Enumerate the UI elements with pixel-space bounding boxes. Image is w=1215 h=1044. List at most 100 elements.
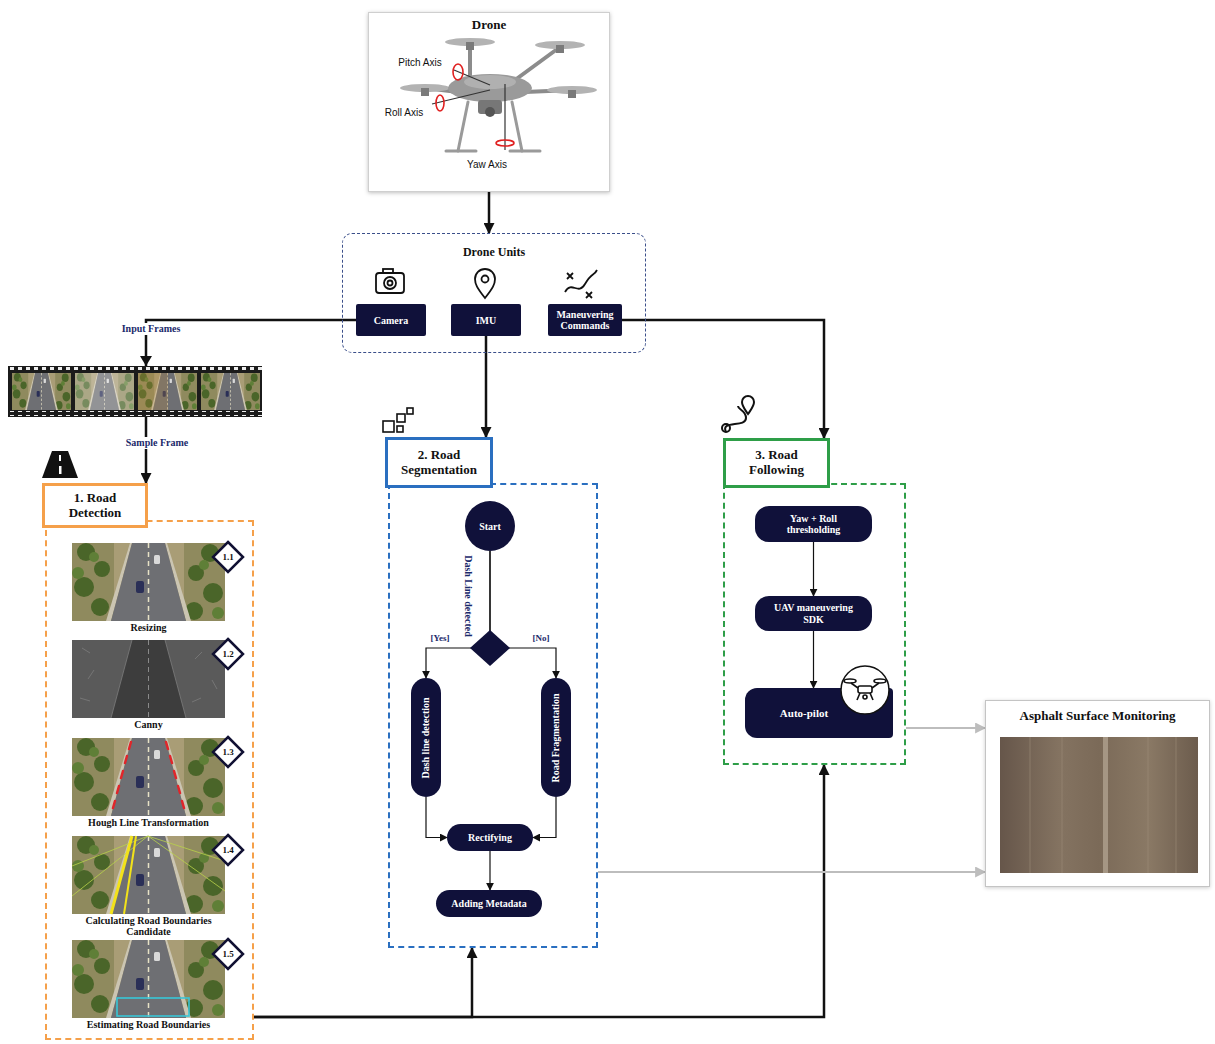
edge-label-holder: [No]: [531, 633, 552, 644]
autopilot-icon: [872, 683, 879, 688]
start-label: Start: [479, 521, 501, 532]
autopilot-icon: [857, 693, 873, 700]
callout-number: 1.1: [216, 551, 240, 563]
drone-illustration: [453, 64, 463, 80]
group-title: Drone Units: [343, 234, 645, 260]
process-pill: Road Fragmentation: [541, 678, 571, 797]
asphalt-image: [1176, 737, 1177, 873]
drone-illustration: [446, 102, 540, 151]
region-title: 2. Road Segmentation: [385, 437, 493, 488]
label-holder: Input Frames: [120, 323, 183, 335]
step-number-diamonds: [213, 835, 243, 865]
step-images: [124, 836, 136, 914]
drone-illustration: [432, 90, 490, 104]
units-group: Drone UnitsCameraIMUManeuvering Commands: [342, 233, 646, 353]
step-number-diamonds: [213, 639, 243, 669]
region-title: 1. Road Detection: [42, 483, 148, 528]
connector: [488, 192, 491, 233]
process-pill: Rectifying: [447, 824, 533, 851]
unit-icons: [384, 277, 396, 289]
drone-illustration: [436, 64, 514, 146]
connector: [426, 551, 490, 678]
autopilot-icon: [858, 686, 872, 693]
step-images: [72, 836, 225, 896]
region-heading: 1. Road Detection: [49, 491, 141, 521]
step-images: [72, 640, 225, 718]
autopilot-box: Auto-pilot: [745, 688, 893, 738]
drone-illustration: [556, 45, 564, 53]
film-strip: [8, 366, 262, 417]
film-strip: [75, 373, 134, 410]
connector: [254, 948, 472, 1017]
film-strip: [140, 356, 152, 366]
film-strip: [75, 373, 134, 410]
unit-icons: [475, 269, 495, 298]
label-holder: Yaw Axis: [467, 159, 507, 171]
decision-diamond: [470, 630, 510, 666]
unit-icons: [383, 269, 393, 273]
branch-label: [No]: [531, 633, 552, 644]
segment-icon: [397, 426, 403, 432]
step-number-diamonds: [213, 542, 243, 969]
step-images: [72, 640, 225, 718]
step-thumbnail: 1.5Estimating Road Boundaries: [70, 940, 242, 1030]
step-caption: Canny: [70, 719, 227, 730]
label-holder: Pitch Axis: [398, 57, 441, 69]
process-pill: Dash line detection: [411, 678, 441, 797]
callout-number: 1.4: [216, 844, 240, 856]
connector: [485, 336, 488, 437]
pill-label: Rectifying: [468, 832, 512, 844]
unit-box: Maneuvering Commands: [548, 304, 622, 336]
step-images: [72, 836, 225, 914]
step-images: [166, 742, 184, 808]
step-thumbnail: 1.3Hough Line Transformation: [70, 738, 242, 828]
drone-illustration: [446, 150, 476, 153]
number-holder: 1.4: [216, 844, 240, 856]
step-images: [72, 543, 225, 1018]
step-caption: Estimating Road Boundaries: [70, 1019, 227, 1030]
connector: [906, 727, 985, 729]
drone-illustration: [496, 140, 514, 146]
unit-box: IMU: [451, 304, 521, 336]
pill-label: Road Fragmentation: [550, 693, 562, 782]
unit-icons: [376, 273, 404, 293]
asphalt-image: [1148, 737, 1149, 873]
panel-title: Asphalt Surface Monitoring: [986, 701, 1209, 724]
start-circle: Start: [465, 501, 515, 551]
step-number-diamonds: [213, 737, 243, 767]
road-icon: [59, 455, 61, 461]
step-images: [72, 738, 225, 816]
step-caption: Resizing: [70, 622, 227, 633]
stage-region: 2. Road SegmentationStartDash line detec…: [385, 437, 598, 948]
label-holder: Roll Axis: [385, 107, 423, 119]
film-strip: [8, 367, 262, 372]
number-holder: 1.2: [216, 648, 240, 660]
route-icon: [725, 406, 746, 432]
drone-illustration: [436, 95, 444, 111]
pill-label: Dash line detection: [420, 697, 432, 778]
annotation-label: Yaw Axis: [467, 159, 507, 171]
drone-illustration: [485, 107, 495, 117]
unit-icons: [376, 269, 597, 298]
step-number-diamonds: [213, 939, 243, 969]
step-images: [111, 640, 186, 718]
region-heading: 3. Road Following: [730, 448, 823, 478]
step-images: [117, 998, 189, 1016]
unit-label: IMU: [476, 315, 497, 326]
step-thumbnail: 1.1Resizing: [70, 543, 242, 633]
pill-label: Yaw + Roll thresholding: [763, 513, 864, 536]
step-images: [72, 940, 225, 1018]
road-icon: [42, 451, 78, 478]
segment-icon: [383, 408, 413, 432]
connector: [254, 765, 824, 1017]
step-caption: Hough Line Transformation: [70, 817, 227, 828]
autopilot-icon: [841, 666, 889, 714]
drone-illustration: [421, 88, 429, 96]
step-images: [113, 742, 131, 808]
drone-illustration: [454, 70, 490, 85]
region-heading: 2. Road Segmentation: [392, 448, 486, 478]
